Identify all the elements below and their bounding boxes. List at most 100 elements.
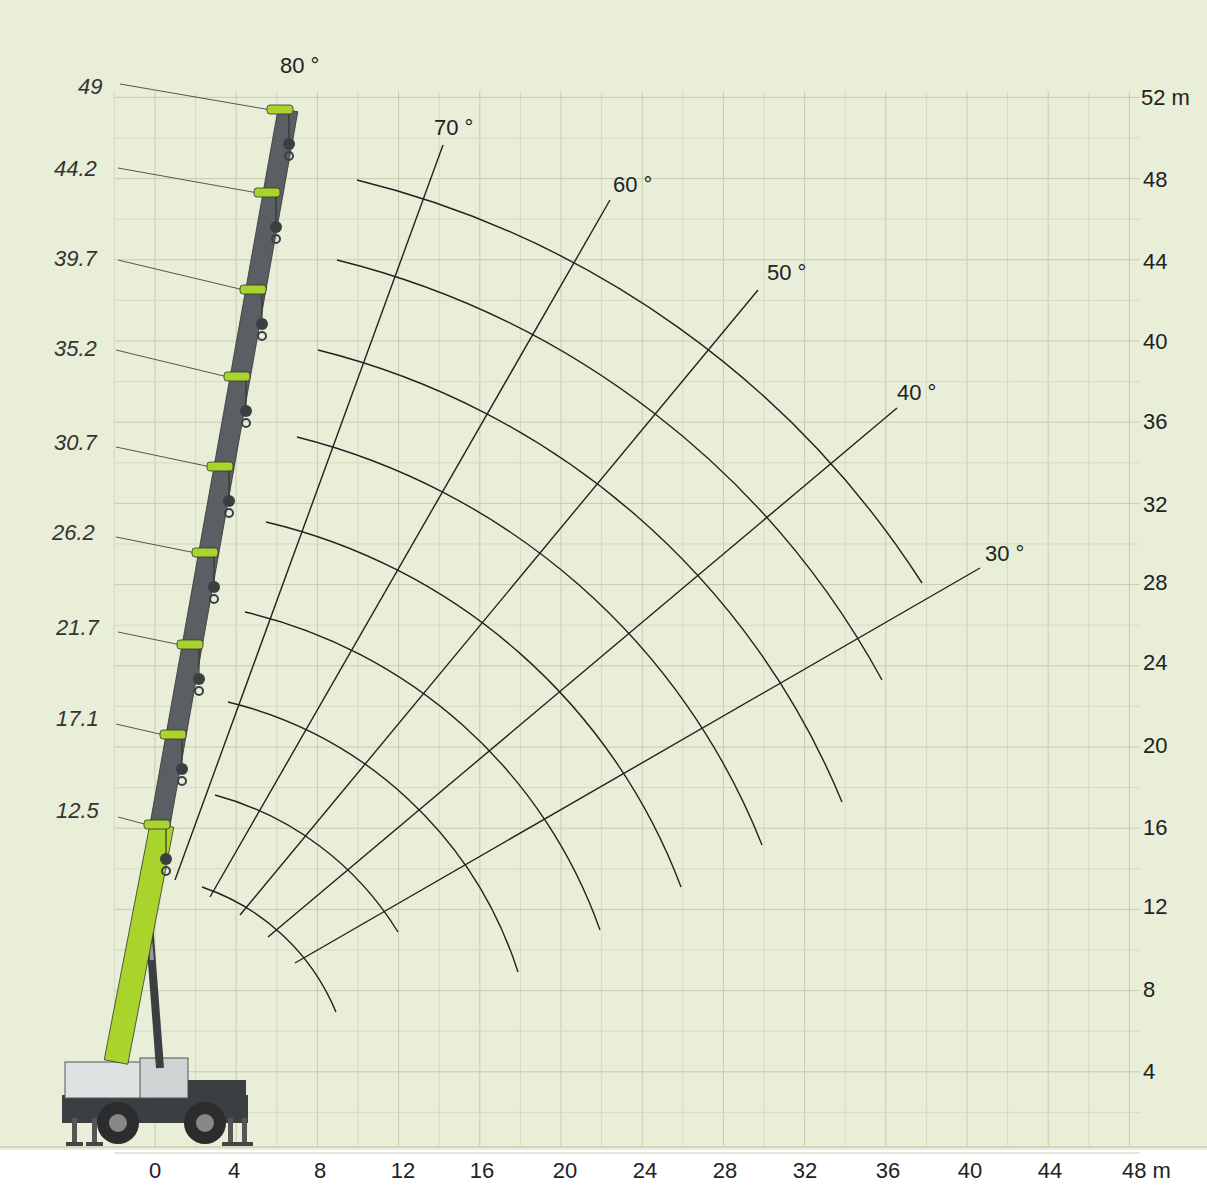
hoist-rope xyxy=(261,294,262,320)
boom-head xyxy=(177,640,203,649)
angle-label: 70 ° xyxy=(434,117,473,139)
grid-line xyxy=(1088,91,1089,1146)
grid-line xyxy=(114,503,1139,504)
hook xyxy=(210,595,218,603)
grid-line xyxy=(561,91,562,1146)
grid-line xyxy=(439,91,440,1146)
grid-line xyxy=(682,91,683,1146)
grid-line xyxy=(114,706,1139,707)
height-tick: 52 m xyxy=(1141,87,1190,109)
angle-label: 30 ° xyxy=(985,543,1024,565)
cab xyxy=(65,1062,145,1098)
chart-ground xyxy=(0,0,1207,1150)
leader-line xyxy=(116,350,228,377)
leader-line xyxy=(120,84,271,110)
hook xyxy=(272,235,280,243)
superstructure xyxy=(140,1058,188,1098)
hub xyxy=(109,1114,127,1132)
boom-length: 26.2 xyxy=(52,522,95,544)
radius-tick: 8 xyxy=(314,1160,326,1182)
outrigger xyxy=(228,1118,233,1144)
hoist-rope xyxy=(288,114,289,140)
grid-line xyxy=(114,91,115,1146)
wheel xyxy=(97,1102,139,1144)
leader-line xyxy=(116,447,211,467)
grid xyxy=(114,91,1139,1153)
grid-line xyxy=(1129,91,1130,1146)
angle-line xyxy=(295,568,980,963)
angle-label: 50 ° xyxy=(767,262,806,284)
grid-line xyxy=(114,138,1139,139)
grid-line xyxy=(114,1153,1139,1154)
grid-line xyxy=(236,91,237,1146)
angle-line xyxy=(240,290,758,915)
height-tick: 4 xyxy=(1143,1061,1155,1083)
boom-telescope xyxy=(150,108,298,827)
hook-block xyxy=(208,581,220,593)
grid-line xyxy=(114,828,1139,829)
grid-line xyxy=(1048,91,1049,1146)
boom-length: 44.2 xyxy=(54,158,97,180)
hook xyxy=(178,777,186,785)
grid-line xyxy=(114,97,1139,98)
radius-tick: 40 xyxy=(958,1160,982,1182)
outrigger xyxy=(92,1118,97,1144)
grid-line xyxy=(358,91,359,1146)
angle-label: 80 ° xyxy=(280,55,319,77)
leader-line xyxy=(118,168,258,193)
height-tick: 28 xyxy=(1143,572,1167,594)
grid-line xyxy=(317,91,318,1146)
hook-block xyxy=(256,318,268,330)
boom-head xyxy=(192,548,218,557)
boom-head xyxy=(207,462,233,471)
range-arc xyxy=(297,437,762,845)
boom-base xyxy=(104,823,174,1065)
height-tick: 20 xyxy=(1143,735,1167,757)
counterweight xyxy=(188,1080,246,1098)
boom-length: 35.2 xyxy=(54,338,97,360)
height-tick: 48 xyxy=(1143,169,1167,191)
radius-tick: 0 xyxy=(149,1160,161,1182)
radius-tick: 36 xyxy=(876,1160,900,1182)
radius-tick: 4 xyxy=(228,1160,240,1182)
grid-line xyxy=(114,787,1139,788)
hook-block xyxy=(176,763,188,775)
hoist-rope xyxy=(245,381,246,407)
radius-tick: 32 xyxy=(793,1160,817,1182)
height-tick: 12 xyxy=(1143,896,1167,918)
leader-line xyxy=(118,260,244,290)
outrigger xyxy=(242,1118,247,1144)
boom-head xyxy=(254,188,280,197)
leader-line xyxy=(116,724,164,735)
grid-line xyxy=(967,91,968,1146)
boom-length: 17.1 xyxy=(56,708,99,730)
hook xyxy=(162,867,170,875)
grid-line xyxy=(114,1031,1139,1032)
hook-block xyxy=(270,221,282,233)
range-arc xyxy=(318,350,842,802)
grid-line xyxy=(114,747,1139,748)
outrigger-pad xyxy=(86,1142,103,1146)
radius-tick: 48 m xyxy=(1122,1160,1171,1182)
grid-line xyxy=(114,950,1139,951)
hook xyxy=(258,332,266,340)
radius-tick: 20 xyxy=(553,1160,577,1182)
angle-line xyxy=(268,408,897,937)
grid-line xyxy=(114,300,1139,301)
grid-line xyxy=(479,91,480,1146)
grid-line xyxy=(114,584,1139,585)
boom-head xyxy=(240,285,266,294)
leader-line xyxy=(116,537,196,553)
grid-line xyxy=(114,1112,1139,1113)
radius-tick: 24 xyxy=(633,1160,657,1182)
hook-block xyxy=(160,853,172,865)
boom-length: 21.7 xyxy=(56,617,99,639)
hub xyxy=(196,1114,214,1132)
hoist-rope xyxy=(198,649,199,675)
height-tick: 32 xyxy=(1143,494,1167,516)
hook-block xyxy=(240,405,252,417)
leader-line xyxy=(118,632,181,645)
grid-line xyxy=(114,909,1139,910)
height-tick: 24 xyxy=(1143,652,1167,674)
